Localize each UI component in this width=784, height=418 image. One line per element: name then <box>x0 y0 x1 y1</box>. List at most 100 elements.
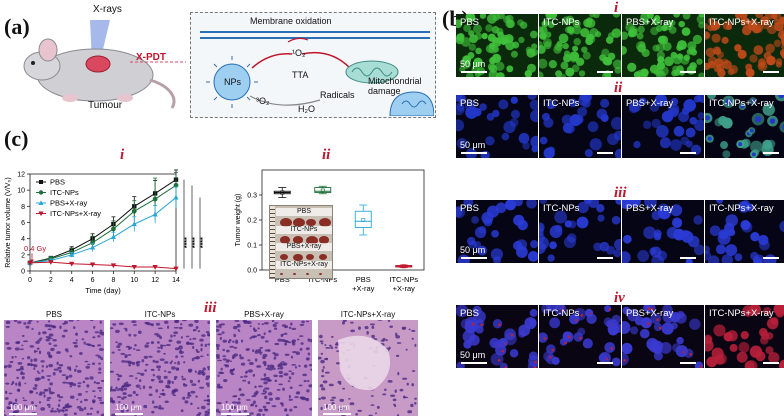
tumor-sample <box>293 218 305 227</box>
x-tick-label: 12 <box>151 277 159 284</box>
scale-bar <box>115 413 143 415</box>
photo-label: PBS <box>276 208 332 216</box>
micrograph-label: PBS <box>460 98 480 109</box>
data-point <box>89 262 96 268</box>
micrograph-iii-4: ITC-NPs+X-ray <box>705 200 784 263</box>
tumor-sample <box>280 236 290 244</box>
mouse-eye <box>31 61 35 65</box>
tumor-sample <box>293 253 303 261</box>
panel-c-ii-roman: ii <box>322 147 331 163</box>
scale-bar <box>596 362 613 364</box>
tumour-label: Tumour <box>88 100 123 111</box>
scale-bar <box>9 413 37 415</box>
tumor-sample <box>319 254 327 260</box>
scale-bar-label: 50 μm <box>460 245 486 255</box>
cell-texture <box>539 200 621 262</box>
tumor-sample <box>293 272 296 275</box>
he-title: ITC-NPs <box>144 310 176 319</box>
photo-row-3: ITC-NPs+X-ray <box>276 260 332 278</box>
data-point <box>69 261 75 267</box>
y-tick-label: 8 <box>21 204 25 211</box>
photo-ruler <box>270 206 275 278</box>
category-label: +X-ray <box>352 284 375 293</box>
nucleus <box>389 91 434 116</box>
tumor-sample <box>280 218 292 227</box>
series-line-2 <box>29 197 177 264</box>
data-point <box>131 264 137 270</box>
panel-b-roman-ii: ii <box>614 80 623 96</box>
micrograph-iv-4: ITC-NPs+X-ray <box>705 305 784 368</box>
membrane-bilayer <box>200 31 430 39</box>
scale-bar <box>596 152 613 154</box>
panel-a-tag: (a) <box>4 14 30 39</box>
box-mean <box>361 218 366 222</box>
significance-stars: **** <box>200 237 207 248</box>
panel-c-tag: (c) <box>4 126 29 151</box>
cell-texture <box>539 305 621 367</box>
radicals-label: Radicals <box>320 90 355 100</box>
data-point <box>89 244 96 250</box>
panel-c-iii-roman: iii <box>204 300 217 316</box>
micrograph-label: PBS+X-ray <box>626 17 674 28</box>
category-label: +X-ray <box>393 284 416 293</box>
micrograph-label: ITC-NPs <box>543 17 580 28</box>
category-label: PBS <box>356 275 371 284</box>
micrograph-label: ITC-NPs <box>543 98 580 109</box>
micrograph-label: PBS+X-ray <box>626 308 674 319</box>
scale-bar <box>679 257 696 259</box>
data-point <box>131 208 137 214</box>
legend-label-0: PBS <box>50 178 65 187</box>
y-tick-label: 0 <box>21 269 25 276</box>
y-tick-label: 12 <box>17 172 25 179</box>
scale-bar <box>679 71 696 73</box>
scale-bar <box>762 152 779 154</box>
micrograph-ii-4: ITC-NPs+X-ray <box>705 95 784 158</box>
micrograph-ii-3: PBS+X-ray <box>622 95 704 158</box>
x-tick-label: 2 <box>49 277 53 284</box>
category-label: PBS <box>275 275 290 284</box>
scale-bar <box>461 257 487 259</box>
dose-annotation: 0.4 Gy <box>24 244 46 253</box>
tumor-sample <box>306 272 309 275</box>
cell-texture <box>628 95 704 155</box>
tumor-sample <box>306 235 318 245</box>
micrograph-i-2: ITC-NPs <box>539 14 621 77</box>
micrograph-label: PBS <box>460 203 480 214</box>
scale-bar-label: 50 μm <box>460 59 486 69</box>
mechanism-diagram <box>200 31 434 116</box>
cell-texture <box>539 14 621 77</box>
scale-bar-label: 50 μm <box>460 350 486 360</box>
tumor-sample <box>319 218 331 227</box>
scale-bar <box>596 71 613 73</box>
photo-label: PBS+X-ray <box>276 243 332 251</box>
box-mean <box>320 188 325 193</box>
legend-label-2: PBS+X-ray <box>50 199 88 208</box>
scale-bar <box>679 362 696 364</box>
y-tick-label: 0.1 <box>247 243 257 250</box>
micrograph-label: PBS <box>460 308 480 319</box>
scale-bar-label: 100 μm <box>221 403 248 412</box>
micrograph-iv-3: PBS+X-ray <box>622 305 704 368</box>
data-point <box>173 266 179 272</box>
micrograph-label: PBS <box>460 17 480 28</box>
x-tick-label: 0 <box>28 277 32 284</box>
y-axis-label: Tumor weight (g) <box>235 194 242 247</box>
xpdt-label: X-PDT <box>136 52 166 63</box>
cell-texture <box>456 305 538 368</box>
data-point <box>152 196 158 202</box>
scale-bar <box>762 362 779 364</box>
tumor-sample <box>280 272 283 275</box>
data-point <box>48 260 54 265</box>
micrograph-iii-2: ITC-NPs <box>539 200 621 263</box>
x-tick-label: 10 <box>130 277 138 284</box>
significance-stars: **** <box>192 237 199 248</box>
cell-texture <box>705 200 784 263</box>
tumour-spot <box>85 55 111 73</box>
tta-label: TTA <box>292 70 309 80</box>
y-tick-label: 0.3 <box>247 193 257 200</box>
he-title: ITC-NPs+X-ray <box>340 310 396 319</box>
